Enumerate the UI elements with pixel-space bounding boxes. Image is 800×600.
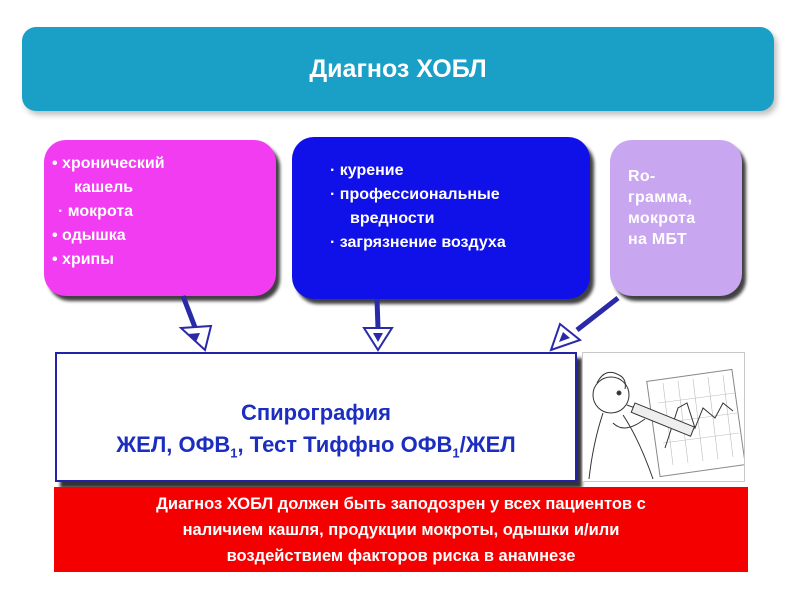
risk-item: вредности xyxy=(350,210,435,227)
xray-line: мокрота xyxy=(628,210,696,227)
spirography-heading: Спирография xyxy=(240,400,392,425)
warning-line: воздействием факторов риска в анамнезе xyxy=(226,547,576,565)
warning-line: Диагноз ХОБЛ должен быть заподозрен у вс… xyxy=(156,495,646,513)
symptom-item: • хронический xyxy=(52,155,165,172)
spirography-box: Спирография ЖЕЛ, ОФВ1, Тест Тиффно ОФВ1/… xyxy=(55,352,577,482)
arrowhead-symptoms xyxy=(178,324,213,352)
symptom-item: кашель xyxy=(74,179,134,196)
xray-line: грамма, xyxy=(628,189,693,206)
risk-item: · профессиональные xyxy=(330,186,500,203)
spirometer-tube xyxy=(630,402,695,437)
arrowhead-xray xyxy=(549,322,583,352)
symptoms-box: • хронический кашель · мокрота • одышка … xyxy=(44,140,276,296)
chart-paper xyxy=(646,368,746,478)
risk-item: · загрязнение воздуха xyxy=(330,234,506,251)
xray-line: Ro- xyxy=(628,168,656,185)
xray-box: Ro- грамма, мокрота на МБТ xyxy=(610,140,742,296)
arrowhead-risk xyxy=(362,327,394,352)
arrow-symptoms xyxy=(180,295,199,331)
risk-factors-box: · курение · профессиональные вредности ·… xyxy=(292,137,590,299)
xray-line: на МБТ xyxy=(628,231,688,248)
arrow-xray xyxy=(575,296,620,332)
symptom-item: · мокрота xyxy=(58,203,134,220)
page-title: Диагноз ХОБЛ xyxy=(309,54,487,83)
warning-banner: Диагноз ХОБЛ должен быть заподозрен у вс… xyxy=(54,487,748,572)
title-banner: Диагноз ХОБЛ xyxy=(22,27,774,111)
warning-line: наличием кашля, продукции мокроты, одышк… xyxy=(182,521,620,539)
head xyxy=(592,376,630,414)
spirometry-illustration xyxy=(582,352,746,482)
symptom-item: • хрипы xyxy=(52,251,114,268)
symptom-item: • одышка xyxy=(52,227,126,244)
risk-item: · курение xyxy=(330,162,404,179)
spirography-metrics: ЖЕЛ, ОФВ1, Тест Тиффно ОФВ1/ЖЕЛ xyxy=(116,432,516,461)
arrow-risk xyxy=(374,298,381,329)
